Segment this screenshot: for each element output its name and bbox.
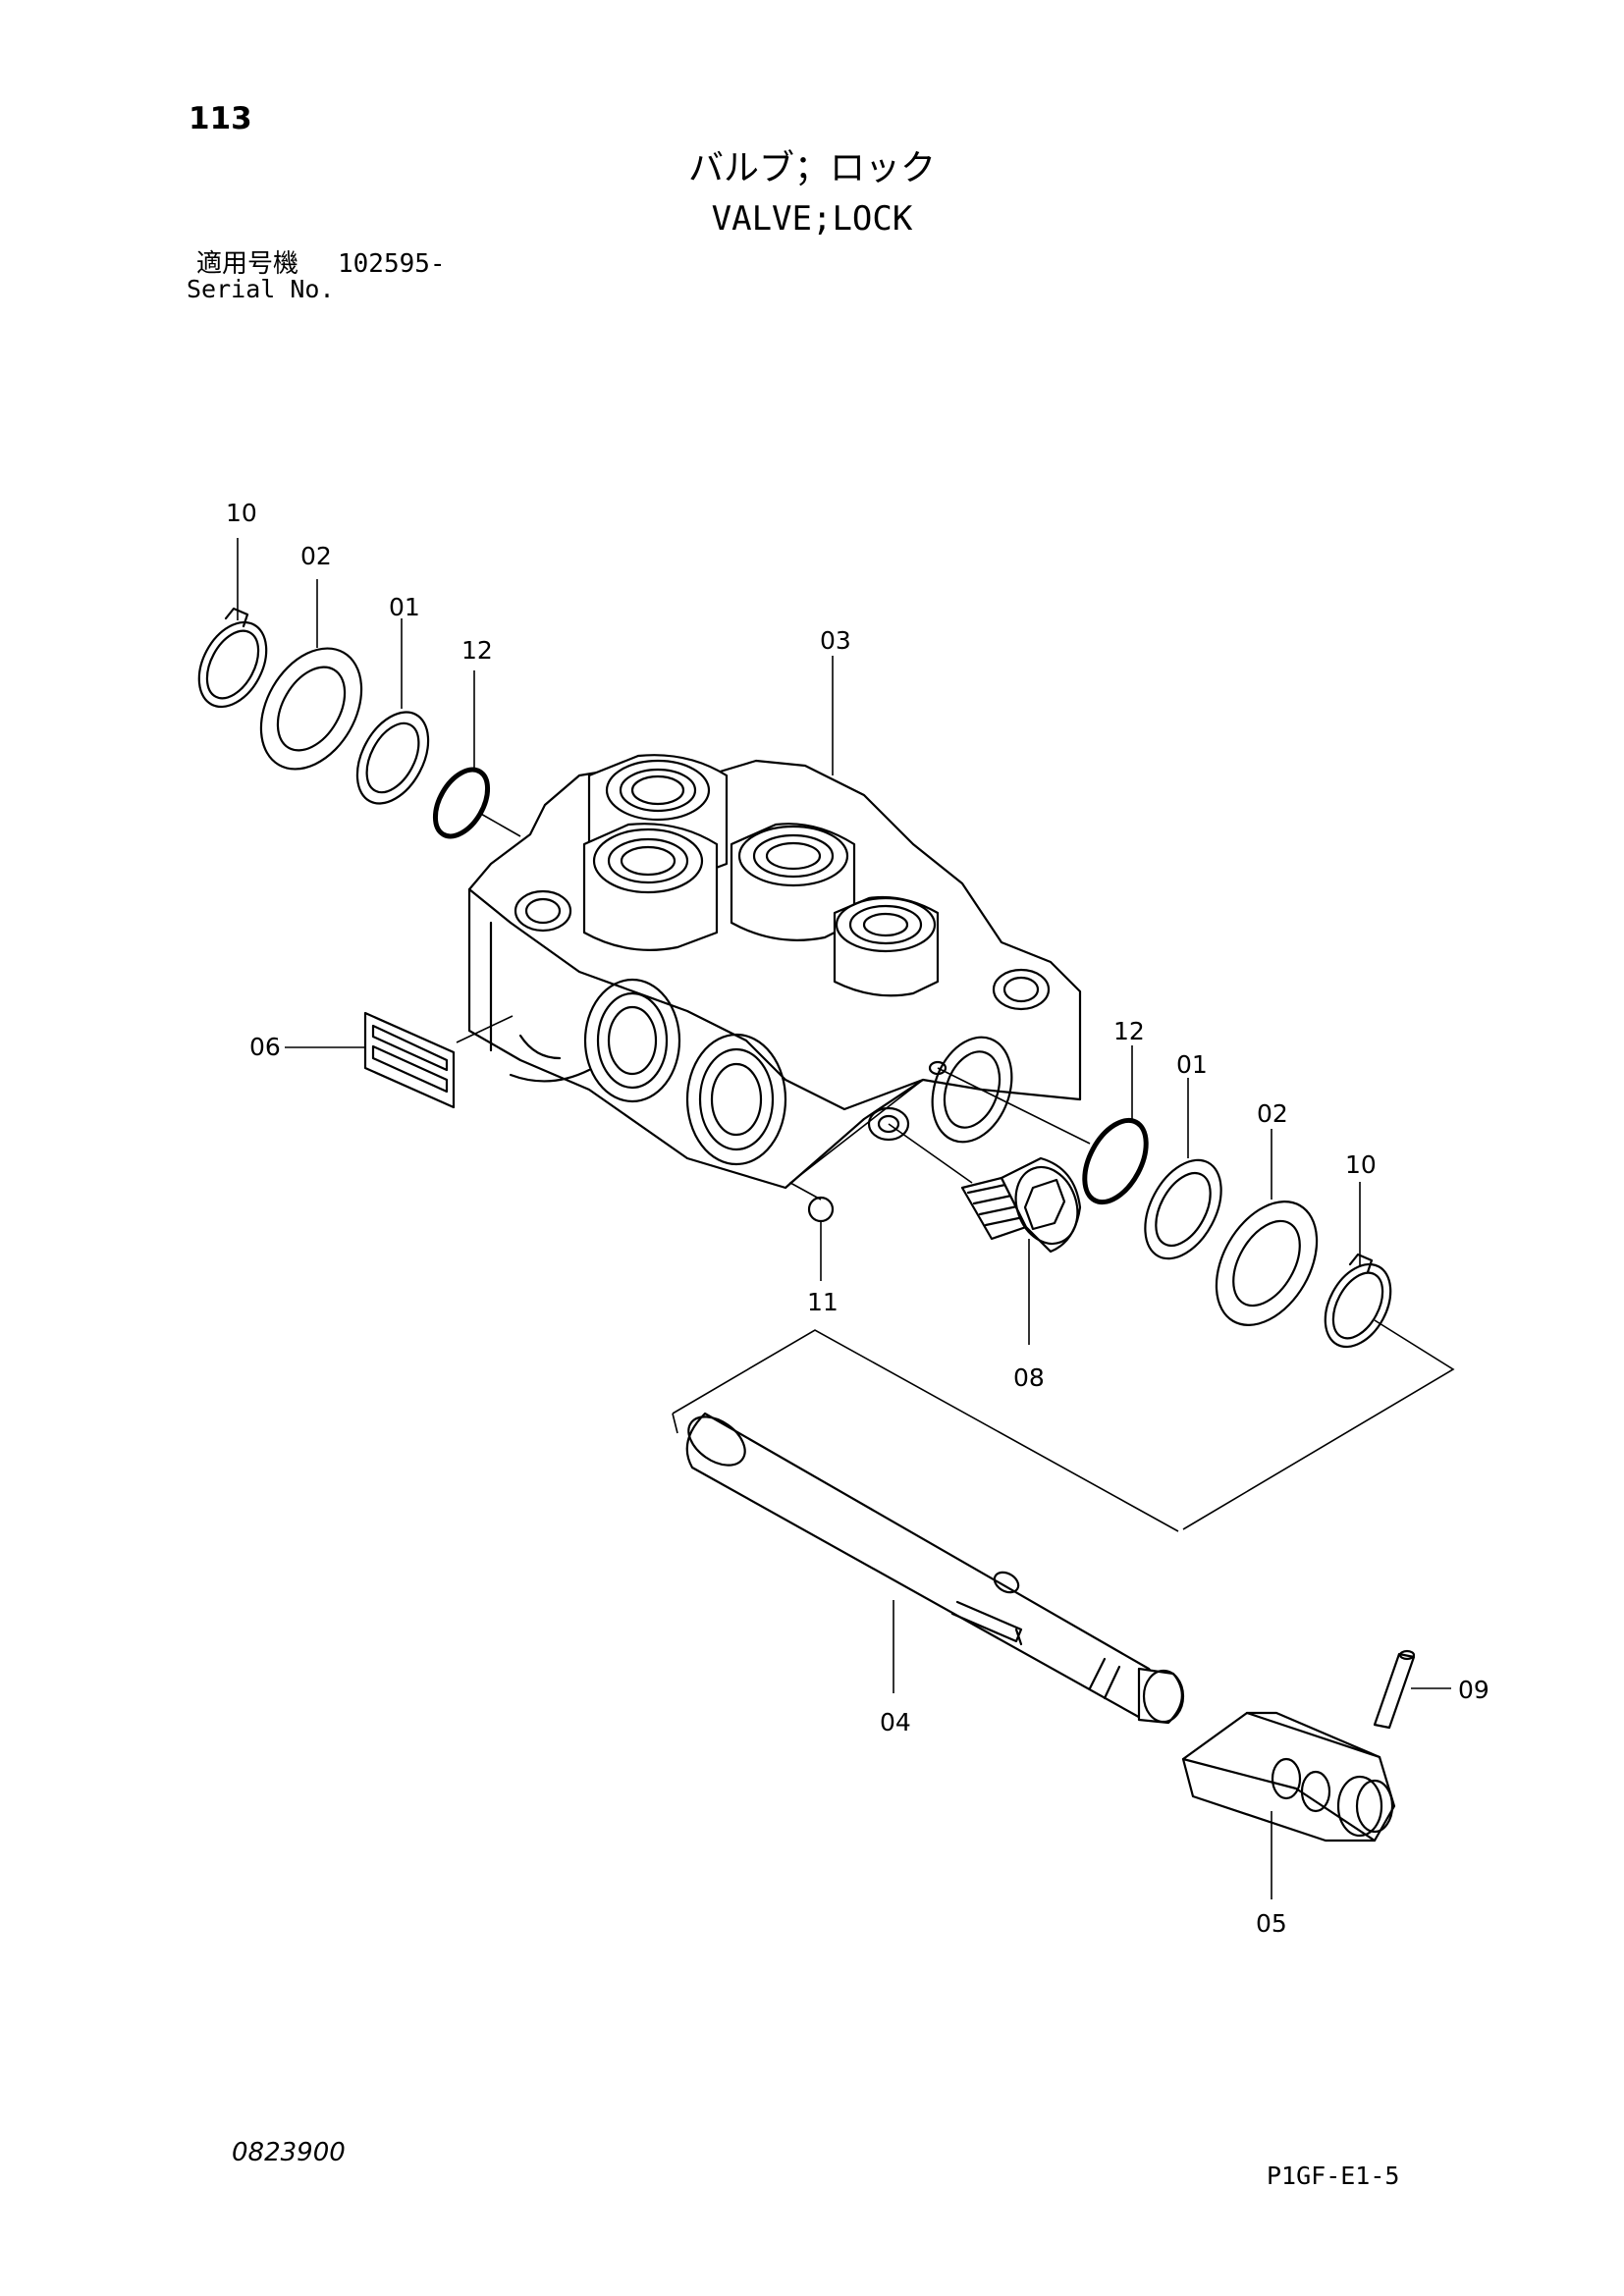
callout-10-top: 10	[226, 499, 257, 527]
callout-01-top: 01	[389, 593, 420, 621]
callout-05: 05	[1256, 1909, 1287, 1938]
washer-right	[1215, 1201, 1319, 1326]
o-ring-left	[432, 767, 491, 839]
serial-label-english: Serial No.	[187, 275, 335, 303]
leader-lines	[237, 538, 1451, 1899]
callout-11: 11	[807, 1288, 839, 1316]
callout-12-right: 12	[1113, 1017, 1145, 1045]
snap-ring-left	[197, 607, 268, 709]
page-number: 113	[189, 101, 252, 136]
name-plate	[363, 1011, 456, 1109]
callout-10-right: 10	[1345, 1150, 1377, 1179]
callout-01-right: 01	[1176, 1050, 1208, 1079]
ring-left	[355, 711, 430, 805]
callout-02-top: 02	[300, 542, 332, 570]
plug-screw	[960, 1156, 1082, 1254]
callout-03: 03	[820, 626, 851, 655]
o-ring-right	[1082, 1117, 1149, 1205]
assembly-lines	[456, 812, 1455, 1532]
callout-09: 09	[1458, 1676, 1489, 1704]
callout-12-top: 12	[461, 636, 493, 665]
spool	[685, 1412, 1185, 1725]
serial-label-japanese: 適用号機	[196, 249, 299, 279]
callout-02-right: 02	[1257, 1099, 1288, 1128]
title-english: VALVE;LOCK	[711, 199, 913, 239]
lever-collar	[1181, 1711, 1396, 1842]
steel-ball	[807, 1196, 835, 1223]
serial-number-value: 102595-	[338, 249, 446, 279]
callout-04: 04	[880, 1708, 911, 1736]
callout-08: 08	[1013, 1363, 1045, 1392]
spring-pin	[1373, 1649, 1416, 1730]
washer-left	[259, 647, 363, 771]
page-code: P1GF-E1-5	[1267, 2162, 1400, 2190]
ring-right	[1144, 1158, 1222, 1260]
valve-body	[467, 754, 1082, 1190]
callout-06: 06	[249, 1033, 281, 1061]
snap-ring-right	[1324, 1253, 1392, 1349]
document-number: 0823900	[232, 2138, 346, 2167]
title-japanese: バルブ；ロック	[687, 148, 936, 188]
